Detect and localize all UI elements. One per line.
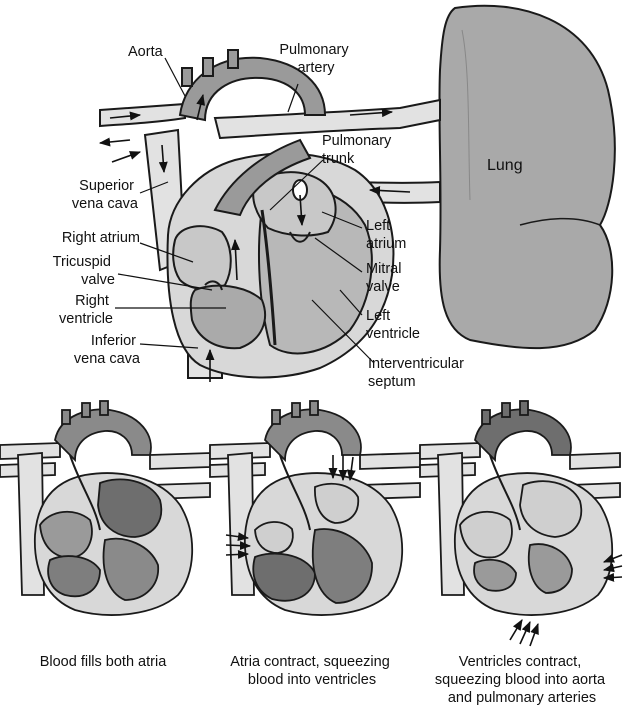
label-lung: Lung bbox=[487, 157, 523, 174]
main-heart bbox=[99, 49, 441, 379]
label-left-atrium: Left atrium bbox=[366, 218, 406, 252]
label-aorta: Aorta bbox=[128, 44, 164, 60]
main-flow-arrows bbox=[98, 93, 411, 382]
small-heart-atria-contract bbox=[209, 400, 421, 616]
label-left-ventricle: Left ventricle bbox=[366, 308, 420, 342]
label-right-atrium: Right atrium bbox=[62, 230, 140, 246]
leader-lines bbox=[115, 57, 375, 364]
caption-atria-fill: Blood fills both atria bbox=[40, 654, 167, 670]
label-right-ventricle: Right ventricle bbox=[59, 293, 113, 327]
captions: Blood fills both atria Atria contract, s… bbox=[40, 654, 609, 706]
label-pulmonary-trunk: Pulmonary trunk bbox=[322, 133, 395, 167]
small-heart-ventricles-contract bbox=[419, 400, 621, 616]
label-mitral-valve: Mitral valve bbox=[366, 261, 405, 295]
lung-illustration bbox=[438, 4, 616, 350]
label-pulmonary-artery: Pulmonary artery bbox=[279, 42, 352, 76]
label-inferior-vena-cava: Inferior vena cava bbox=[74, 333, 141, 367]
small-heart-atria-fill bbox=[0, 400, 211, 616]
label-interventricular-septum: Interventricular septum bbox=[368, 356, 468, 390]
caption-ventricles-contract: Ventricles contract, squeezing blood int… bbox=[435, 654, 609, 706]
caption-atria-contract: Atria contract, squeezing blood into ven… bbox=[230, 654, 394, 688]
label-superior-vena-cava: Superior vena cava bbox=[72, 178, 139, 212]
ventricles-contract-arrows bbox=[509, 554, 623, 647]
main-labels: Aorta Pulmonary artery Pulmonary trunk L… bbox=[53, 42, 523, 390]
label-tricuspid-valve: Tricuspid valve bbox=[53, 254, 115, 288]
atria-contract-arrows bbox=[225, 455, 356, 559]
